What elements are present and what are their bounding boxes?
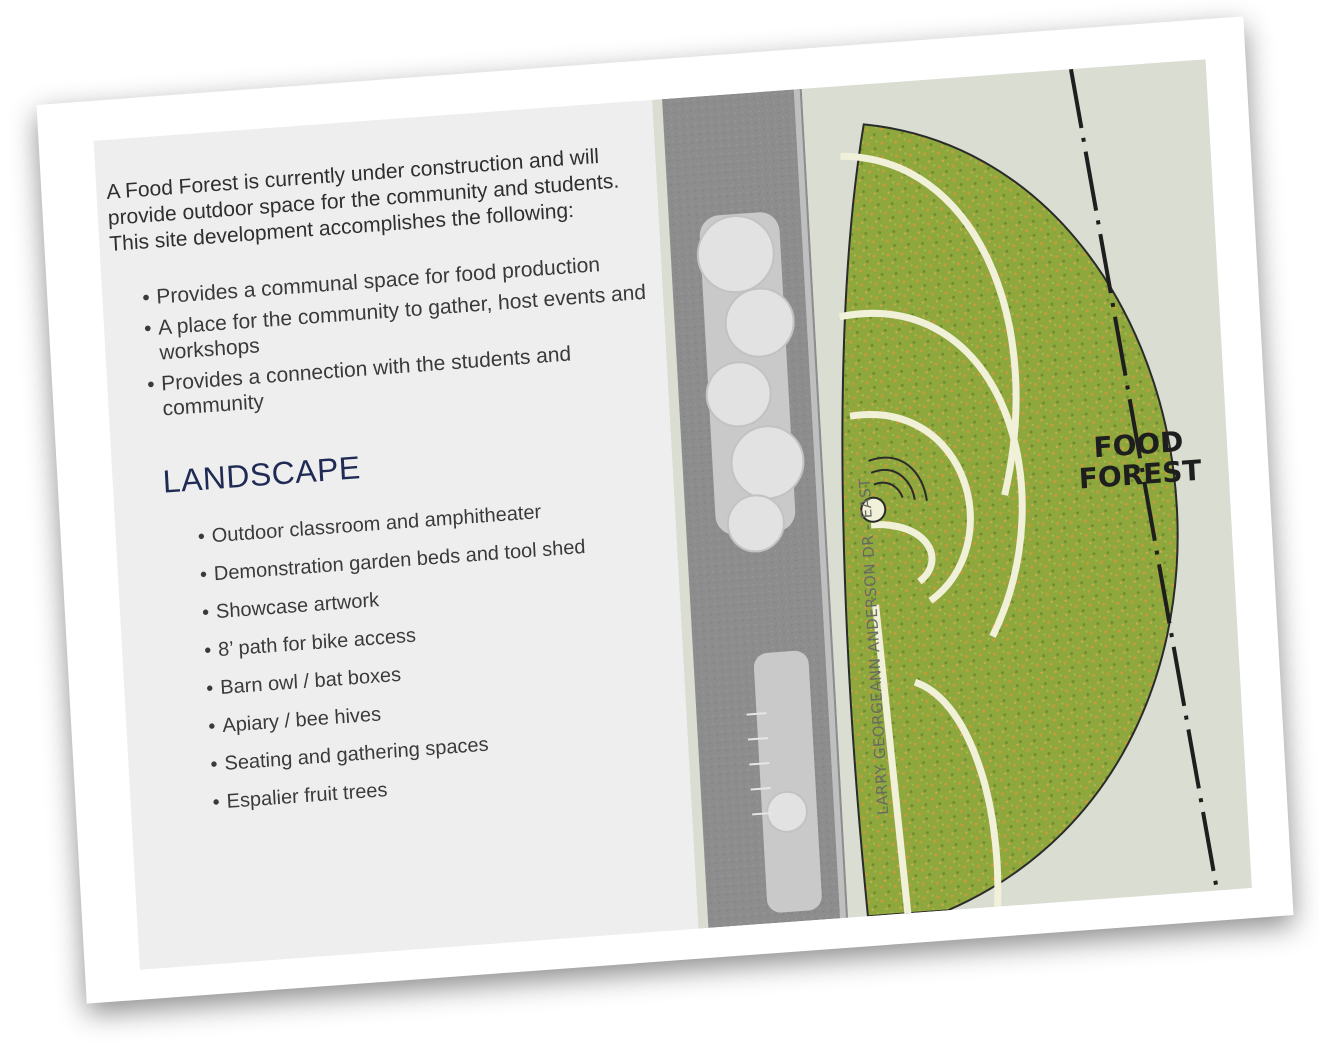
text-column: A Food Forest is currently under constru… xyxy=(106,141,681,828)
landscape-list: Outdoor classroom and amphitheater Demon… xyxy=(125,484,681,827)
planter-island xyxy=(753,650,822,913)
food-forest-label: FOOD FOREST xyxy=(1076,425,1202,496)
classroom-circle xyxy=(860,496,887,523)
intro-paragraph: A Food Forest is currently under constru… xyxy=(105,144,620,256)
road-curb xyxy=(793,89,847,919)
slide-card: A Food Forest is currently under constru… xyxy=(36,16,1294,1004)
slide: A Food Forest is currently under constru… xyxy=(93,59,1252,970)
parking-stripes xyxy=(746,712,773,816)
benefits-list: Provides a communal space for food produ… xyxy=(112,248,658,424)
site-plan-map: LARRY GEORGEANN ANDERSON DR - EAST FOOD … xyxy=(652,59,1252,929)
garden-paths xyxy=(838,152,1026,914)
site-plan-drawing xyxy=(652,59,1252,929)
trees xyxy=(696,215,809,833)
amphitheater-arcs xyxy=(868,456,928,501)
property-line xyxy=(1068,68,1219,891)
